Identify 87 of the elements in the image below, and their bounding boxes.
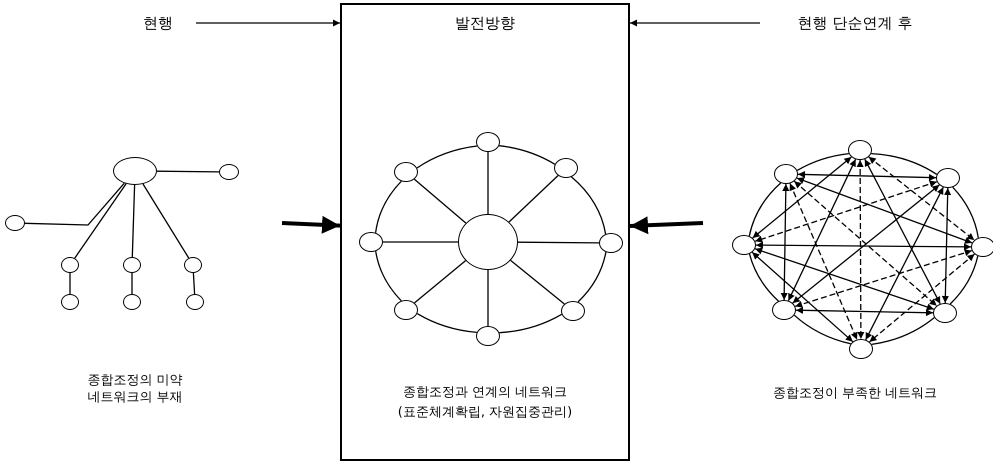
node-circle	[732, 235, 756, 255]
node-circle	[598, 232, 622, 252]
node-circle	[184, 257, 202, 273]
connector-line	[952, 186, 979, 238]
panel-heading: 발전방향	[454, 13, 516, 33]
section-heading: 현행 단순연계 후	[760, 12, 950, 34]
caption-text: 종합조정의 미약 네트워크의 부재	[86, 372, 184, 406]
arrow	[869, 254, 975, 342]
connector-line	[499, 145, 556, 165]
connector-line	[374, 180, 402, 233]
connector-line	[510, 260, 565, 304]
node-circle	[971, 237, 993, 257]
node-circle	[394, 300, 418, 320]
connector-line	[74, 183, 127, 259]
node-circle	[849, 339, 873, 359]
block-arrow	[282, 216, 340, 234]
arrow	[798, 170, 936, 182]
node-circle	[560, 300, 584, 320]
connector-line	[487, 152, 489, 214]
section-heading: 현행	[120, 12, 196, 34]
node-circle	[5, 215, 25, 231]
node-circle	[772, 300, 796, 320]
node-circle	[476, 132, 500, 152]
arrow	[630, 20, 760, 26]
hub-circle	[458, 214, 518, 270]
connector-line	[487, 270, 489, 326]
connector-line	[796, 152, 849, 171]
connector-line	[416, 313, 477, 334]
connector-line	[24, 182, 125, 226]
connector-line	[131, 273, 133, 294]
node-circle	[554, 158, 578, 178]
connector-line	[132, 184, 136, 258]
connector-line	[872, 317, 935, 346]
node-circle	[219, 164, 239, 180]
connector-line	[414, 178, 466, 224]
arrow	[196, 20, 340, 26]
node-circle	[848, 140, 872, 160]
connector-line	[748, 254, 779, 302]
node-circle	[61, 257, 79, 273]
connector-line	[383, 241, 458, 243]
arrow	[864, 158, 941, 304]
connector-line	[794, 314, 851, 344]
connector-line	[950, 256, 978, 304]
arrow	[942, 188, 952, 304]
arrow	[856, 160, 864, 339]
connector-line	[157, 170, 219, 173]
connector-line	[375, 251, 402, 302]
node-circle	[774, 164, 798, 184]
arrow	[752, 156, 852, 238]
arrow	[789, 183, 858, 340]
node-circle	[936, 168, 960, 188]
node-circle	[123, 257, 141, 273]
caption-text: 종합조정이 부족한 네트워크	[772, 385, 938, 402]
connector-line	[416, 145, 478, 169]
panel-box	[340, 3, 630, 461]
connector-line	[142, 184, 190, 258]
connector-line	[499, 314, 562, 334]
arrow	[754, 248, 934, 310]
node-circle	[933, 303, 957, 323]
connector-line	[414, 260, 466, 304]
arrow	[795, 249, 972, 308]
connector-line	[871, 152, 938, 175]
arrow	[756, 242, 971, 250]
block-arrow	[630, 216, 704, 234]
arrow	[868, 156, 975, 241]
connector-line	[570, 176, 606, 234]
arrow	[796, 306, 934, 316]
node-circle	[394, 162, 418, 182]
arrow	[780, 184, 790, 300]
arrow	[796, 177, 972, 244]
connector-line	[192, 272, 196, 294]
connector-line	[748, 182, 782, 236]
connector-line	[69, 273, 71, 294]
node-circle	[476, 326, 500, 346]
node-circle	[123, 294, 141, 310]
arrow	[752, 252, 854, 342]
arrow	[755, 180, 937, 242]
hub-circle	[113, 157, 157, 185]
node-circle	[186, 294, 204, 310]
connector-line	[518, 242, 599, 244]
connector-line	[578, 252, 607, 302]
node-circle	[358, 232, 382, 252]
arrow	[788, 159, 856, 301]
panel-description: 종합조정과 연계의 네트워크 (표준체계확립, 자원집중관리)	[396, 384, 574, 422]
arrow	[865, 186, 944, 340]
connector-line	[508, 175, 559, 222]
node-circle	[61, 294, 79, 310]
